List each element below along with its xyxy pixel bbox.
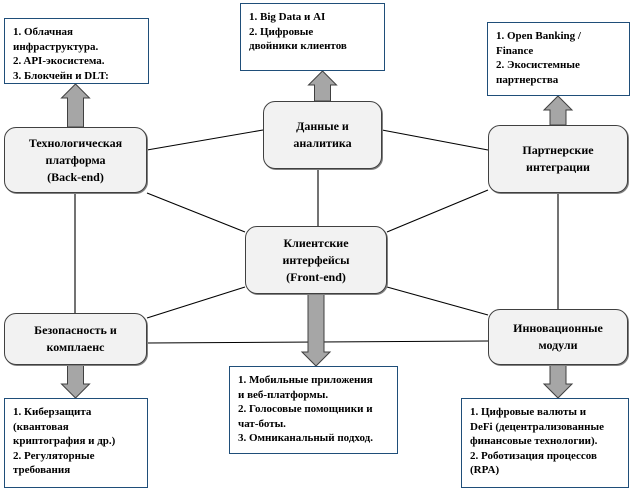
note-line: 1. Киберзащита: [13, 406, 92, 418]
block-arrow-down-icon: [542, 364, 574, 399]
edge-partner-front: [386, 189, 489, 233]
note-line: криптография и др.): [13, 435, 116, 447]
note-line: 1. Open Banking /: [496, 30, 581, 42]
note-line: 3. Блокчейн и DLT:: [13, 69, 109, 82]
note-data-analytics: 1. Big Data и AI 2. Цифровые двойники клие…: [240, 3, 385, 71]
edge-data-partner: [381, 129, 489, 151]
note-line: 1. Цифровые валюты и: [470, 406, 587, 418]
note-line: партнерства: [496, 73, 559, 86]
note-line: 2. Экосистемные: [496, 59, 580, 71]
node-innovation-modules: Инновационные модули: [488, 309, 628, 365]
note-security-compliance: 1. Киберзащита (квантовая криптография и д…: [4, 398, 148, 488]
note-line: Finance: [496, 44, 534, 57]
arrows-layer: [60, 70, 574, 399]
note-line: (RPA): [470, 464, 500, 476]
block-arrow-down-icon: [60, 364, 91, 399]
note-line: 2. Регуляторные: [13, 449, 95, 462]
note-line: и веб-платформы.: [238, 388, 329, 401]
note-line: чат-боты.: [238, 417, 286, 430]
note-line: 1. Мобильные приложения: [238, 374, 373, 386]
note-innovation-modules: 1. Цифровые валюты и DeFi (децентрализова…: [461, 398, 629, 488]
note-partner-integrations: 1. Open Banking / Finance 2. Экосистемные п…: [487, 22, 630, 96]
node-partner-integrations: Партнерские интеграции: [488, 125, 628, 193]
block-arrow-up-icon: [60, 83, 91, 128]
note-line: 2. Голосовые помощники и: [238, 403, 373, 415]
note-front-end: 1. Мобильные приложения и веб-платформы. 2…: [229, 366, 398, 454]
note-line: инфраструктура.: [13, 40, 99, 53]
note-line: двойники клиентов: [249, 40, 347, 52]
node-data-analytics: Данные и аналитика: [263, 101, 382, 169]
edges-layer: [74, 129, 559, 344]
note-line: 3. Омниканальный подход.: [238, 432, 373, 444]
note-line: 2. Роботизация процессов: [470, 449, 597, 462]
node-front-end: Клиентские интерфейсы (Front-end): [245, 226, 387, 294]
note-line: финансовые технологии).: [470, 435, 598, 447]
node-security-compliance: Безопасность и комплаенс: [4, 313, 147, 365]
note-back-end: 1. Облачная инфраструктура. 2. API-экосист…: [4, 18, 149, 84]
note-line: 2. Цифровые: [249, 25, 314, 38]
note-line: 2. API-экосистема.: [13, 55, 105, 67]
block-arrow-up-icon: [542, 95, 574, 126]
edge-back-data: [146, 129, 264, 151]
block-arrow-down-icon: [300, 293, 332, 367]
note-line: DeFi (децентрализованные: [470, 420, 604, 433]
note-line: 1. Big Data и AI: [249, 11, 326, 23]
edge-security-front: [146, 286, 246, 319]
note-line: 1. Облачная: [13, 26, 74, 38]
edge-back-front: [146, 192, 246, 233]
note-line: требования: [13, 464, 71, 476]
node-back-end: Технологическая платформа (Back-end): [4, 127, 147, 193]
edge-innov-front: [386, 286, 489, 316]
block-arrow-up-icon: [307, 70, 338, 102]
note-line: (квантовая: [13, 420, 69, 433]
